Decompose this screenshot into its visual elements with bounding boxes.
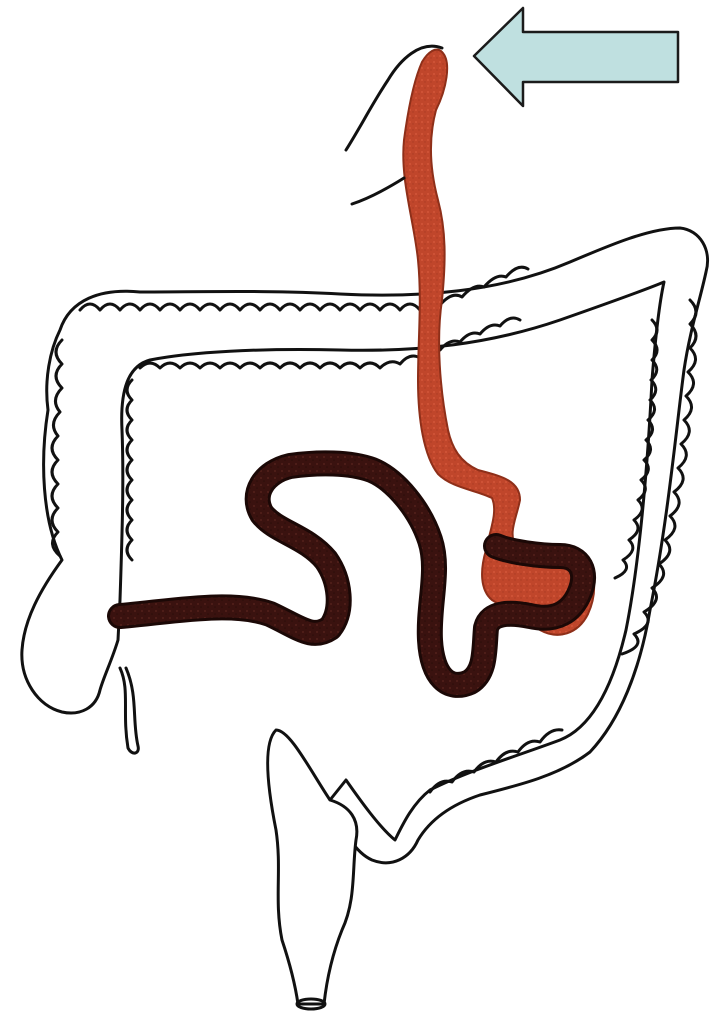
stomach-curve-lower (352, 178, 404, 204)
arrow-left-icon (474, 8, 678, 106)
appendix (120, 668, 138, 753)
colon-frame (22, 228, 708, 863)
haustra-left-inner (127, 380, 132, 560)
pointer-arrow (474, 8, 678, 106)
rectum (268, 730, 357, 1004)
